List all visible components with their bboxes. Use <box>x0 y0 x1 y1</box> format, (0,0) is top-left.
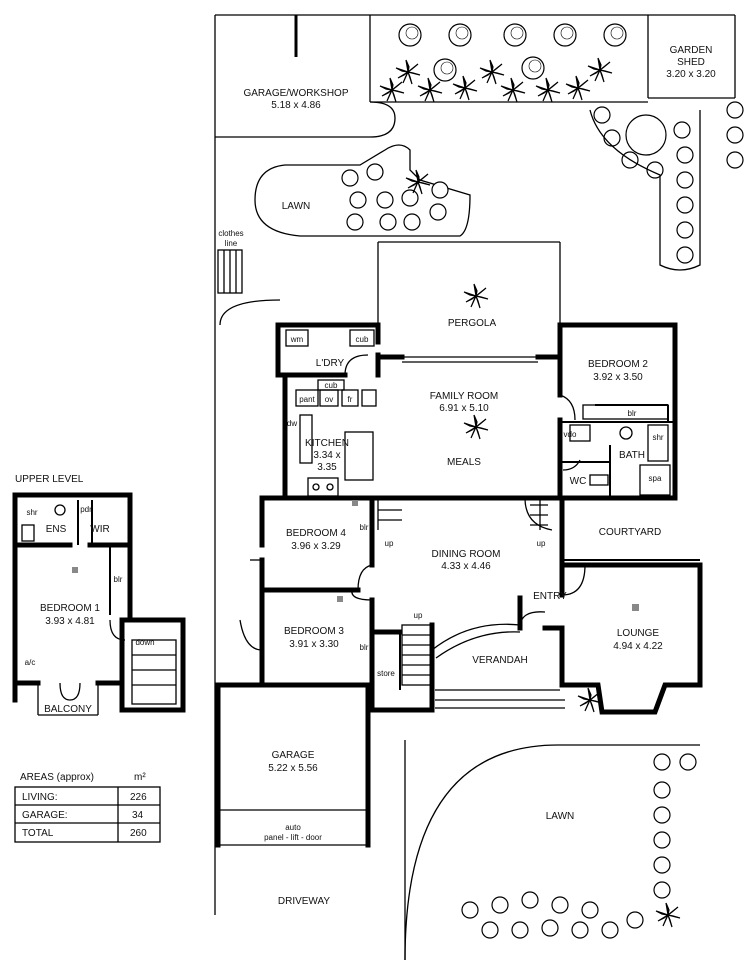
ensuite-label: ENS <box>46 524 67 535</box>
dining-room-dimensions: 4.33 x 4.46 <box>441 561 491 572</box>
bedroom-2-robe-label: blr <box>628 409 637 418</box>
dining-room-label: DINING ROOM <box>432 549 501 560</box>
kitchen-dimensions-1: 3.34 x <box>313 450 340 461</box>
walk-in-robe-label: WIR <box>90 524 109 535</box>
dishwasher-label: dw <box>287 419 297 428</box>
kitchen-dimensions-2: 3.35 <box>317 462 337 473</box>
lounge-label: LOUNGE <box>617 628 660 639</box>
driveway-label: DRIVEWAY <box>278 896 331 907</box>
tree-cluster-bottom <box>461 753 697 939</box>
bedroom-4-robe-label: blr <box>360 523 369 532</box>
vanity-label: vdo <box>564 430 577 439</box>
spa-label: spa <box>649 474 662 483</box>
site-boundary <box>214 14 736 961</box>
verandah-label: VERANDAH <box>472 655 528 666</box>
meals-label: MEALS <box>447 457 481 468</box>
area-row-label: GARAGE: <box>22 810 68 821</box>
lounge-dimensions: 4.94 x 4.22 <box>613 641 663 652</box>
bedroom-1-label: BEDROOM 1 <box>40 603 100 614</box>
pergola-label: PERGOLA <box>448 318 497 329</box>
stairs <box>377 498 548 686</box>
auto-door-label-2: panel - lift - door <box>264 833 322 842</box>
stairs-up-label-2: up <box>537 539 546 548</box>
tree-cluster-top <box>341 23 744 271</box>
garage-label: GARAGE <box>272 750 315 761</box>
store-label: store <box>377 669 395 678</box>
air-conditioner-label: a/c <box>25 658 36 667</box>
stairs-down-label: down <box>135 638 154 647</box>
kitchen-label: KITCHEN <box>305 438 349 449</box>
laundry-label: L'DRY <box>316 358 345 369</box>
areas-table: AREAS (approx) m² LIVING: 226 GARAGE: 34… <box>14 772 161 843</box>
ensuite-shower-label: shr <box>26 508 37 517</box>
fridge-label: fr <box>348 395 353 404</box>
upper-level-heading: UPPER LEVEL <box>15 474 84 485</box>
cupboard-label-1: cub <box>356 335 369 344</box>
room-labels: GARAGE/WORKSHOP 5.18 x 4.86 GARDEN SHED … <box>15 45 716 907</box>
family-room-label: FAMILY ROOM <box>430 391 499 402</box>
courtyard-label: COURTYARD <box>599 527 661 538</box>
bedroom-3-label: BEDROOM 3 <box>284 626 344 637</box>
clothes-line-label-2: line <box>225 239 238 248</box>
areas-unit: m² <box>134 772 146 783</box>
bedroom-1-dimensions: 3.93 x 4.81 <box>45 616 95 627</box>
doors <box>239 354 586 651</box>
clothes-line <box>217 249 243 294</box>
wc-label: WC <box>570 476 587 487</box>
fixtures <box>72 329 671 611</box>
garage-workshop-label: GARAGE/WORKSHOP <box>243 88 348 99</box>
area-row-value: 34 <box>132 810 144 821</box>
bedroom-4-dimensions: 3.96 x 3.29 <box>291 541 341 552</box>
bedroom-3-dimensions: 3.91 x 3.30 <box>289 639 339 650</box>
cupboard-label-2: cub <box>325 381 338 390</box>
area-row-label: LIVING: <box>22 792 58 803</box>
area-row-label: TOTAL <box>22 828 54 839</box>
lawn-bottom-label: LAWN <box>546 811 575 822</box>
bedroom-3-robe-label: blr <box>360 643 369 652</box>
bedroom-2-dimensions: 3.92 x 3.50 <box>593 372 643 383</box>
stairs-up-label-3: up <box>414 611 423 620</box>
bedroom-2-label: BEDROOM 2 <box>588 359 648 370</box>
clothes-line-label-1: clothes <box>218 229 243 238</box>
entry-label: ENTRY <box>533 591 567 602</box>
washing-machine-label: wm <box>290 335 304 344</box>
pantry-label: pant <box>299 395 315 404</box>
garden-shed-dimensions: 3.20 x 3.20 <box>666 69 716 80</box>
auto-door-label-1: auto <box>285 823 301 832</box>
bath-shower-label: shr <box>652 433 663 442</box>
upper-level-walls <box>12 492 186 716</box>
balcony-label: BALCONY <box>44 704 92 715</box>
pdr-label: pdr <box>80 505 92 514</box>
lawn-top-label: LAWN <box>282 201 311 212</box>
garage-dimensions: 5.22 x 5.56 <box>268 763 318 774</box>
bedroom-1-robe-label: blr <box>114 575 123 584</box>
area-row-value: 226 <box>130 792 147 803</box>
top-lawn <box>254 144 471 237</box>
areas-title: AREAS (approx) <box>20 772 94 783</box>
bath-label: BATH <box>619 450 645 461</box>
garden-shed-label: GARDEN <box>670 45 713 56</box>
family-room-dimensions: 6.91 x 5.10 <box>439 403 489 414</box>
house-walls <box>215 322 703 848</box>
area-row-value: 260 <box>130 828 147 839</box>
oven-label: ov <box>325 395 333 404</box>
garden-shed-label-2: SHED <box>677 57 705 68</box>
bedroom-4-label: BEDROOM 4 <box>286 528 346 539</box>
verandah-outline <box>431 623 565 709</box>
stairs-up-label-1: up <box>385 539 394 548</box>
garage-workshop-dimensions: 5.18 x 4.86 <box>271 100 321 111</box>
